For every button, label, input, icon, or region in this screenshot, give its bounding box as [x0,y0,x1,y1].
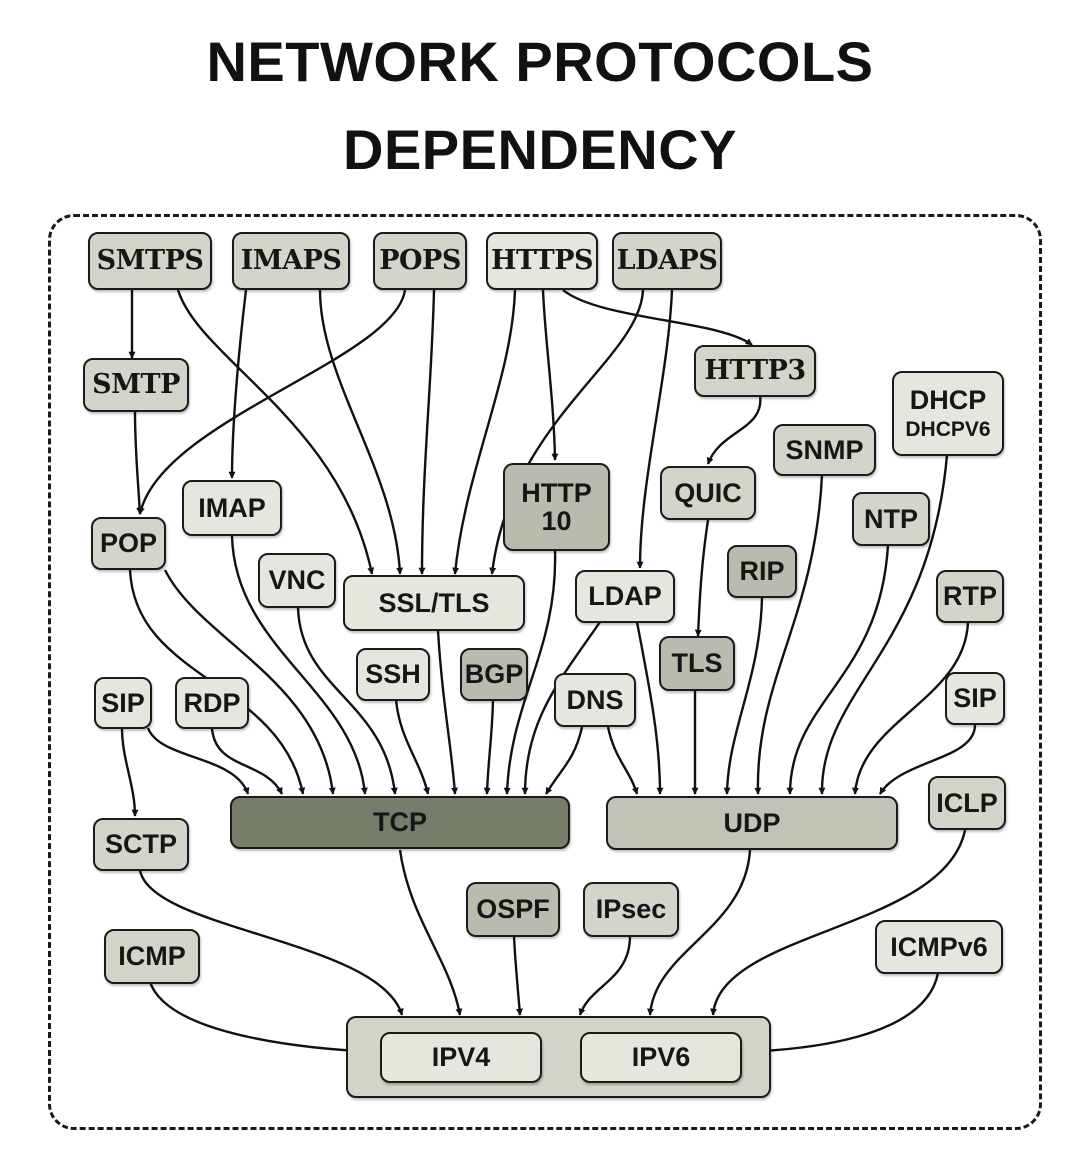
edge-rdp-tcp [210,727,284,795]
edge-sip-udp [878,724,977,795]
node-ntp[interactable]: NTP [852,492,930,546]
edge-dns-tcp [544,726,584,795]
edge-imaps-imap [228,289,248,479]
node-ldap[interactable]: LDAP [575,570,675,623]
node-ssh[interactable]: SSH [356,648,430,701]
node-ipv6[interactable]: IPV6 [580,1032,742,1083]
edge-rip-udp [723,597,764,795]
node-snmp[interactable]: SNMP [773,424,876,476]
node-http3[interactable]: HTTP3 [694,345,816,397]
edge-iclp-ip [710,829,967,1016]
edge-https-http10 [541,289,559,461]
edge-ssh-tcp [394,699,430,795]
node-vnc[interactable]: VNC [258,553,336,608]
edge-http10-tcp [503,549,557,795]
edge-smtp-pop [133,411,144,515]
edge-ospf-ip [512,935,523,1016]
edge-https-ssltls [452,289,517,575]
node-rip[interactable]: RIP [727,545,797,598]
node-dhcp[interactable]: DHCP DHCPV6 [892,371,1004,456]
edge-pop-tcp-2 [163,569,336,795]
edge-quic-tls [694,519,710,637]
node-ospf[interactable]: OSPF [466,882,560,937]
edge-sip-tcp [146,727,250,795]
edge-http3-quic [706,394,762,465]
node-smtp[interactable]: SMTP [83,358,189,412]
node-icmpv6[interactable]: ICMPv6 [875,920,1003,974]
edge-sip-sctp [120,727,139,817]
edge-ssltls-tcp [436,629,459,795]
node-ipsec[interactable]: IPsec [583,882,679,937]
edge-snmp-udp [754,474,824,795]
edge-dns-udp [606,726,639,795]
edge-imap-tcp [230,535,368,795]
node-http10[interactable]: HTTP 10 [503,463,610,551]
edge-smtps-ssltls [176,289,375,575]
node-https[interactable]: HTTPS [486,232,598,290]
node-bgp[interactable]: BGP [460,648,528,701]
node-quic[interactable]: QUIC [660,466,756,520]
node-ssltls[interactable]: SSL/TLS [343,575,525,631]
edge-sctp-ip [138,869,404,1016]
edge-ldaps-ldap [636,289,674,569]
edge-ldap-tcp [521,621,601,795]
edge-rtp-udp [851,621,970,795]
diagram-frame [48,214,1042,1130]
edge-pops-ssltls [418,289,436,575]
node-iclp[interactable]: ICLP [928,776,1006,830]
dhcpv6-label: DHCPV6 [905,417,991,441]
edge-https-http3 [562,289,753,346]
edge-pops-pop [137,289,407,515]
edge-dhcp-udp [818,454,949,795]
edge-ntp-udp [786,544,890,795]
node-ipv4[interactable]: IPV4 [380,1032,542,1083]
node-sip-right[interactable]: SIP [945,672,1005,725]
node-udp[interactable]: UDP [606,796,898,850]
node-smtps[interactable]: SMTPS [88,232,212,290]
edge-vnc-tcp [296,606,398,795]
node-dns[interactable]: DNS [554,673,636,727]
edge-ipsec-ip [578,935,632,1016]
edge-udp-ip [647,849,752,1016]
dhcp-label: DHCP [909,385,987,416]
node-imap[interactable]: IMAP [182,480,282,536]
edge-tcp-ip [398,849,463,1016]
node-tls[interactable]: TLS [659,636,735,691]
edge-bgp-tcp [483,699,495,795]
node-tcp[interactable]: TCP [230,796,570,849]
node-rdp[interactable]: RDP [175,677,249,729]
node-pop[interactable]: POP [91,517,166,570]
node-sip-left[interactable]: SIP [94,677,152,729]
node-pops[interactable]: POPS [373,232,467,290]
node-icmp[interactable]: ICMP [104,929,200,984]
node-imaps[interactable]: IMAPS [232,232,350,290]
edge-imaps-ssltls [318,289,404,575]
node-rtp[interactable]: RTP [936,570,1004,623]
edge-ldap-udp [635,621,664,795]
diagram-title-line-1: NETWORK PROTOCOLS [206,30,874,93]
edge-icmp-ipv4 [148,981,379,1056]
edge-icmpv6-ipv6 [741,972,940,1056]
diagram-title-line-2: DEPENDENCY [343,118,737,181]
node-ldaps[interactable]: LDAPS [612,232,722,290]
node-sctp[interactable]: SCTP [93,818,189,871]
